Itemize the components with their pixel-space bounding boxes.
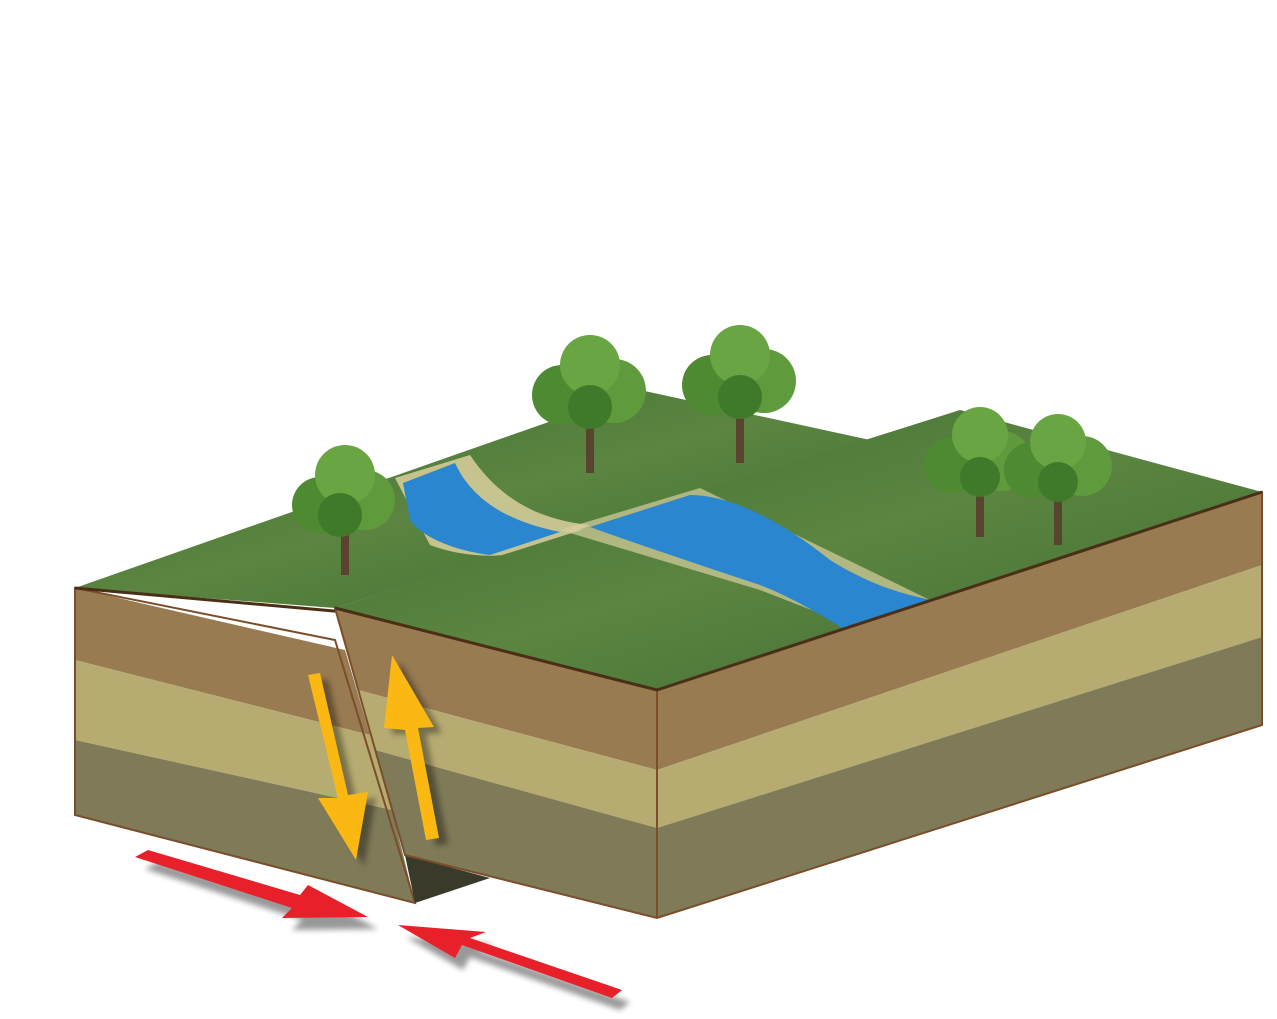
- hanging-wall-side-layer-top: [657, 492, 1262, 770]
- trees: [292, 325, 1112, 575]
- footwall-layer-top: [75, 588, 370, 735]
- hanging-wall-front-layer-bottom: [375, 750, 657, 918]
- tree-icon: [532, 335, 646, 473]
- arrow-left-icon: [406, 937, 630, 1010]
- river-hanging-wall: [590, 495, 932, 647]
- arrow-down-icon: [308, 673, 368, 860]
- hanging-wall-side-layer-bottom: [657, 637, 1262, 918]
- hanging-wall-front-layer-top: [335, 608, 657, 770]
- arrow-up-icon: [384, 655, 439, 840]
- hanging-wall-top-edge: [334, 490, 1263, 692]
- stress-arrows: [135, 850, 630, 1010]
- fault-gap: [405, 855, 490, 903]
- tree-icon: [682, 325, 796, 463]
- footwall-layer-bottom: [75, 740, 415, 903]
- tree-icon: [1004, 414, 1112, 545]
- arrow-left-icon: [398, 925, 622, 998]
- hanging-wall-side-layer-mid: [657, 565, 1262, 828]
- river-footwall: [403, 463, 560, 555]
- motion-arrows: [308, 655, 448, 866]
- footwall-layer-mid: [75, 660, 392, 810]
- arrow-right-icon: [135, 850, 368, 918]
- tree-icon: [292, 445, 395, 575]
- footwall-top-edge: [74, 586, 346, 614]
